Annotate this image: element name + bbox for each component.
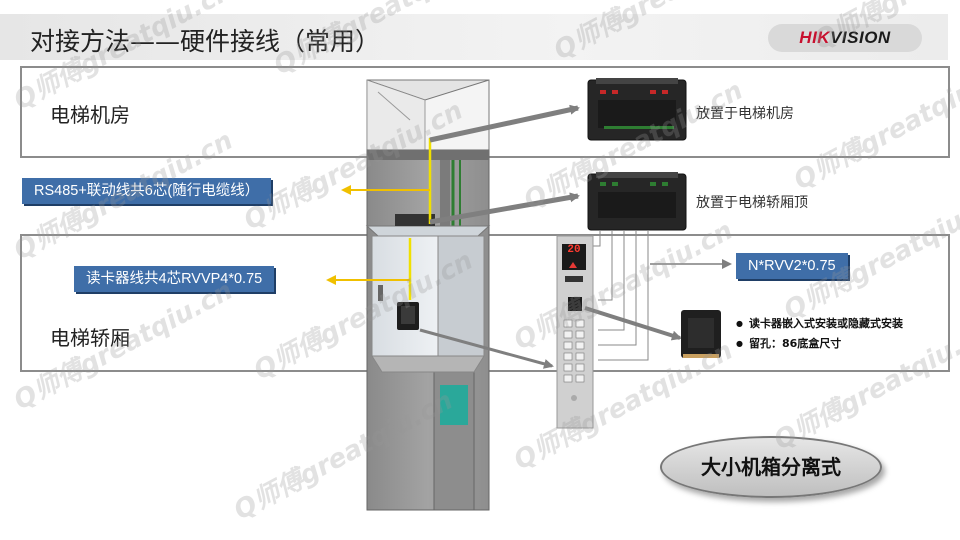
elevator-car xyxy=(365,214,491,373)
reader-detail-arrow xyxy=(584,306,682,341)
panel-wires xyxy=(589,230,649,361)
style-badge: 大小机箱分离式 xyxy=(660,436,882,498)
elevator-control-panel xyxy=(556,235,594,429)
elevator-car-label: 电梯轿厢 xyxy=(50,326,130,350)
floor-door-panel xyxy=(440,385,468,425)
page-title: 对接方法——硬件接线（常用） xyxy=(30,27,381,56)
controller-room-caption: 放置于电梯机房 xyxy=(696,106,794,122)
car-to-panel-arrow xyxy=(419,328,554,369)
note-install: 读卡器嵌入式安装或隐藏式安装 xyxy=(736,315,903,331)
controller-car-top-device xyxy=(587,172,687,231)
card-reader-cable-label: 读卡器线共4芯RVVP4*0.75 xyxy=(74,266,275,292)
note-hole-size: 留孔：86底盒尺寸 xyxy=(736,335,841,351)
brand-hik: HIK xyxy=(799,28,831,47)
floor-display: 20 xyxy=(567,244,581,256)
car-controller-arrow xyxy=(429,192,580,225)
room-controller-arrow xyxy=(429,104,580,143)
controller-car-top-caption: 放置于电梯轿厢顶 xyxy=(696,195,808,211)
controller-room-device xyxy=(587,78,687,141)
trailing-cable-label: RS485+联动线共6芯(随行电缆线） xyxy=(22,178,272,204)
brand-vision: VISION xyxy=(830,28,891,47)
hikvision-logo: HIKVISION xyxy=(768,24,922,52)
card-reader-device xyxy=(681,310,721,358)
yellow-wiring xyxy=(408,138,432,300)
machine-room-label: 电梯机房 xyxy=(50,103,130,127)
n-rvv-label: N*RVV2*0.75 xyxy=(736,253,848,279)
machine-room-box xyxy=(366,79,490,151)
